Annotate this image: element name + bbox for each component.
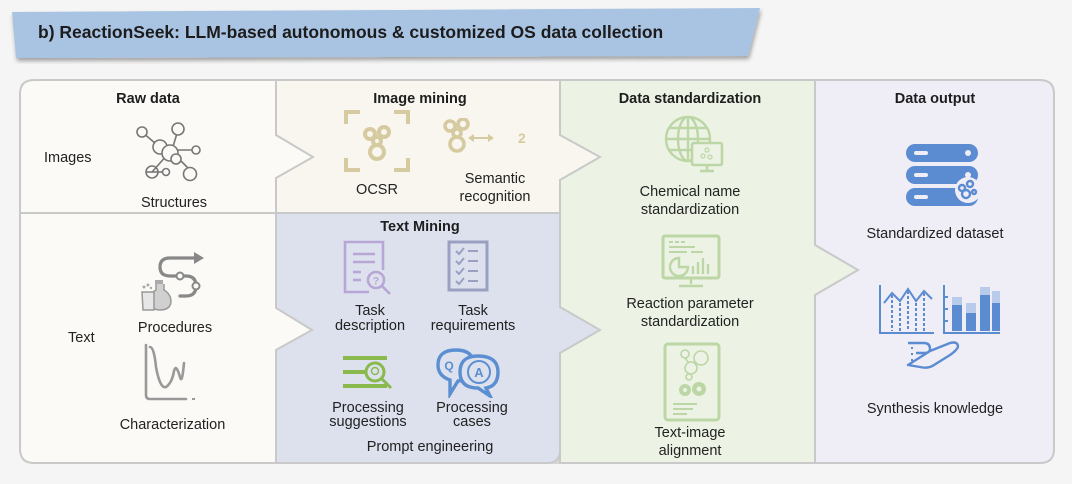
q-letter: Q <box>444 359 453 373</box>
standardized-dataset-label: Standardized dataset <box>866 226 1004 242</box>
raw-data-text-panel <box>19 212 314 464</box>
procedures-icon <box>141 252 204 311</box>
text-mining-header: Text Mining <box>380 219 460 235</box>
characterization-spectrum-icon <box>144 343 195 401</box>
structures-label: Structures <box>140 195 208 211</box>
banner-title: b) ReactionSeek: LLM-based autonomous & … <box>38 22 664 42</box>
title-banner: b) ReactionSeek: LLM-based autonomous & … <box>8 8 760 58</box>
prompt-engineering-label: Prompt engineering <box>366 439 494 455</box>
reaction-parameter-label-1: Reaction parameter <box>626 296 754 312</box>
processing-suggestions-label-1: Processing <box>332 400 404 416</box>
text-image-alignment-icon <box>663 342 721 422</box>
characterization-label: Characterization <box>119 417 226 433</box>
task-requirements-checklist-icon <box>447 240 489 292</box>
molecule-structure-icon <box>136 122 201 182</box>
semantic-number: 2 <box>518 130 526 146</box>
chemical-name-label-1: Chemical name <box>639 184 741 200</box>
reaction-parameter-label-2: standardization <box>640 314 740 330</box>
svg-text:?: ? <box>373 276 380 288</box>
task-requirements-label-1: Task <box>458 303 488 319</box>
text-mining-panel <box>275 212 603 464</box>
data-output-header: Data output <box>894 91 976 107</box>
processing-cases-qa-icon: Q A <box>436 348 500 398</box>
chemical-name-label-2: standardization <box>640 202 740 218</box>
synthesis-knowledge-charts-hand-icon <box>879 285 1000 369</box>
processing-cases-label-2: cases <box>453 414 491 430</box>
task-requirements-label-2: requirements <box>430 318 516 334</box>
processing-suggestions-icon <box>343 356 393 390</box>
task-description-label-1: Task <box>355 303 385 319</box>
raw-data-header: Raw data <box>116 91 180 107</box>
globe-monitor-icon <box>664 115 724 173</box>
synthesis-knowledge-label: Synthesis knowledge <box>866 401 1004 417</box>
ocsr-label: OCSR <box>356 182 398 198</box>
banner-shape <box>12 8 760 58</box>
task-description-icon: ? <box>343 240 391 295</box>
semantic-label-2: recognition <box>459 189 531 205</box>
text-label: Text <box>68 330 95 346</box>
ocsr-scan-icon <box>344 110 410 172</box>
reaction-parameter-dashboard-icon <box>661 234 721 288</box>
image-mining-header: Image mining <box>373 91 467 107</box>
task-description-label-2: description <box>334 318 406 334</box>
banner-background <box>12 8 760 58</box>
images-label: Images <box>44 150 92 166</box>
database-dataset-icon <box>906 144 981 206</box>
processing-cases-label-1: Processing <box>436 400 508 416</box>
semantic-label-1: Semantic <box>464 171 526 187</box>
text-image-label-1: Text-image <box>654 425 726 441</box>
processing-suggestions-label-2: suggestions <box>329 414 407 430</box>
procedures-label: Procedures <box>137 320 213 336</box>
semantic-recognition-icon <box>443 118 494 153</box>
a-letter: A <box>474 365 484 380</box>
standardization-header: Data standardization <box>618 91 762 107</box>
text-image-label-2: alignment <box>658 443 722 459</box>
